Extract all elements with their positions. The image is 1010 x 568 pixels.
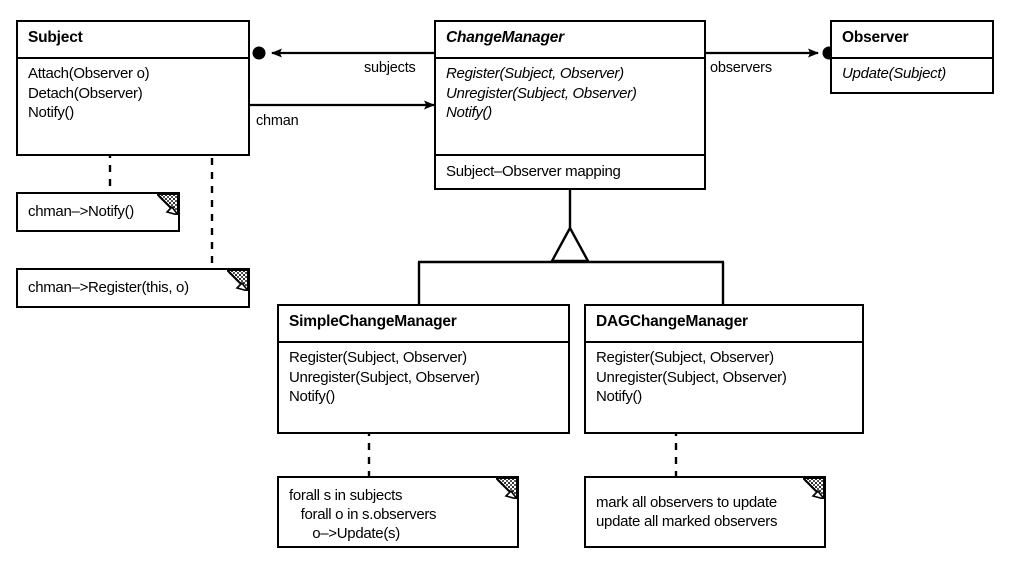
note-simple-notify[interactable]: forall s in subjects forall o in s.obser… [277, 476, 519, 548]
class-box-subject[interactable]: Subject Attach(Observer o) Detach(Observ… [16, 20, 250, 156]
simple-change-manager-operations-compartment: Register(Subject, Observer) Unregister(S… [279, 341, 568, 431]
note-subject-notify[interactable]: chman–>Notify() [16, 192, 180, 232]
note-subject-attach[interactable]: chman–>Register(this, o) [16, 268, 250, 308]
operation-item: Attach(Observer o) [28, 65, 150, 82]
class-box-observer[interactable]: Observer Update(Subject) [830, 20, 994, 94]
edge-label-subjects: subjects [364, 60, 416, 76]
operation-item: Notify() [596, 388, 642, 405]
operation-item: Unregister(Subject, Observer) [289, 368, 480, 386]
note-text: chman–>Notify() [28, 203, 134, 220]
operation-item: Register(Subject, Observer) [446, 65, 624, 82]
subject-operations-compartment: Attach(Observer o) Detach(Observer) Noti… [18, 57, 248, 153]
observer-name-compartment: Observer [832, 22, 992, 57]
class-name-dag-change-manager: DAGChangeManager [596, 313, 748, 330]
attribute-item: Subject–Observer mapping [446, 163, 621, 180]
operation-item: Unregister(Subject, Observer) [446, 84, 637, 102]
operation-item: Register(Subject, Observer) [289, 349, 467, 366]
operation-item: Unregister(Subject, Observer) [596, 368, 787, 386]
operation-item: Notify() [28, 104, 74, 121]
operation-item: Notify() [289, 388, 335, 405]
class-name-subject: Subject [28, 29, 83, 46]
dog-ear-icon [803, 478, 824, 499]
operation-item: Update(Subject) [842, 65, 946, 82]
class-name-change-manager: ChangeManager [446, 29, 564, 46]
note-text: forall s in subjects forall o in s.obser… [289, 487, 437, 542]
operation-item: Detach(Observer) [28, 84, 143, 102]
class-name-simple-change-manager: SimpleChangeManager [289, 313, 457, 330]
change-manager-name-compartment: ChangeManager [436, 22, 704, 57]
class-box-simple-change-manager[interactable]: SimpleChangeManager Register(Subject, Ob… [277, 304, 570, 434]
dog-ear-icon [157, 194, 178, 215]
note-dag-notify[interactable]: mark all observers to update update all … [584, 476, 826, 548]
change-manager-operations-compartment: Register(Subject, Observer) Unregister(S… [436, 57, 704, 154]
class-box-dag-change-manager[interactable]: DAGChangeManager Register(Subject, Obser… [584, 304, 864, 434]
note-text: mark all observers to update update all … [596, 494, 778, 530]
dag-change-manager-name-compartment: DAGChangeManager [586, 306, 862, 341]
edge-label-chman: chman [256, 113, 299, 129]
operation-item: Register(Subject, Observer) [596, 349, 774, 366]
edge-observers [706, 46, 836, 60]
edge-label-observers: observers [710, 60, 772, 76]
simple-change-manager-name-compartment: SimpleChangeManager [279, 306, 568, 341]
subject-name-compartment: Subject [18, 22, 248, 57]
observer-operations-compartment: Update(Subject) [832, 57, 992, 94]
dog-ear-icon [227, 270, 248, 291]
edge-subjects [252, 46, 434, 60]
dag-change-manager-operations-compartment: Register(Subject, Observer) Unregister(S… [586, 341, 862, 431]
change-manager-attributes-compartment: Subject–Observer mapping [436, 154, 704, 192]
class-name-observer: Observer [842, 29, 909, 46]
edge-generalization [417, 190, 725, 304]
class-box-change-manager[interactable]: ChangeManager Register(Subject, Observer… [434, 20, 706, 190]
note-text: chman–>Register(this, o) [28, 279, 189, 296]
operation-item: Notify() [446, 104, 492, 121]
dog-ear-icon [496, 478, 517, 499]
